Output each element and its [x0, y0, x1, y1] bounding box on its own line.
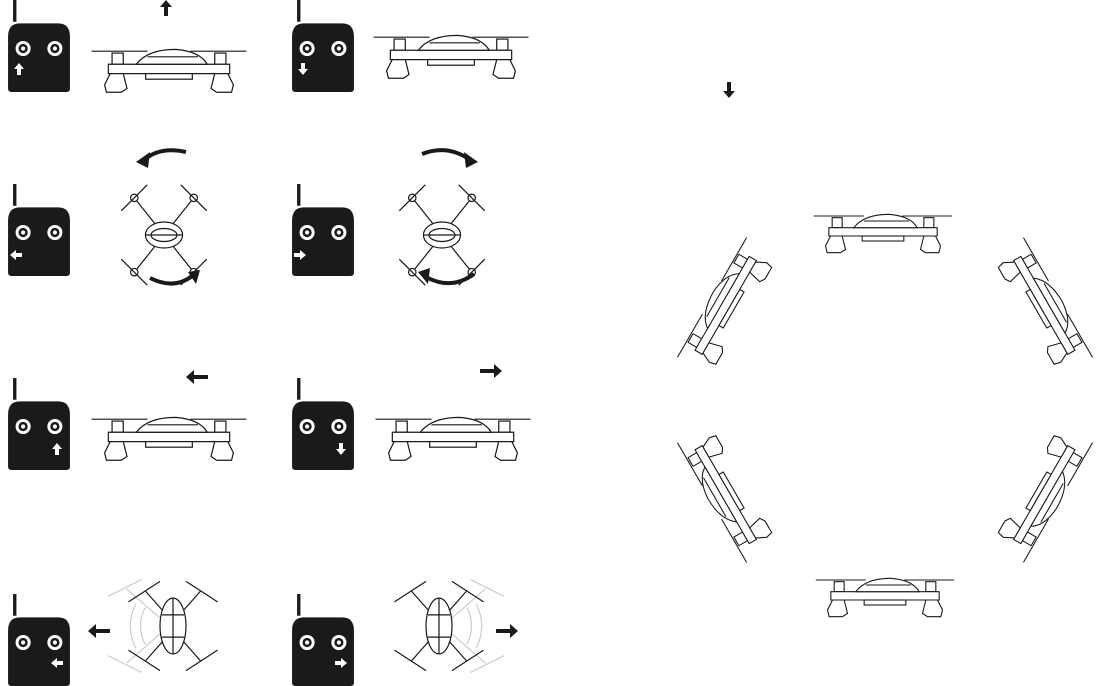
up-arrow-icon	[159, 0, 173, 16]
stick-down-arrow-icon	[296, 62, 310, 76]
drone-side-icon	[86, 40, 252, 96]
transmitter-icon	[284, 184, 362, 276]
transmitter-icon	[284, 594, 362, 686]
stick-right-arrow-icon	[334, 656, 348, 670]
stick-up-arrow-icon	[12, 62, 26, 76]
counterclockwise-arrow-icon	[130, 140, 220, 300]
stick-right-arrow-icon	[293, 248, 307, 262]
maneuver-rotate-left	[0, 140, 260, 300]
drone-flip-bottom	[810, 570, 960, 620]
left-arrow-icon	[88, 624, 110, 638]
transmitter-icon	[0, 594, 78, 686]
stick-left-arrow-icon	[9, 248, 23, 262]
transmitter-icon	[284, 0, 362, 92]
drone-flip-top	[808, 206, 958, 256]
maneuver-backward	[284, 360, 544, 470]
stick-down-arrow-icon	[334, 442, 348, 456]
maneuver-descend	[284, 0, 544, 100]
drone-flip-lower-right	[986, 418, 1100, 573]
left-arrow-icon	[186, 370, 208, 384]
flip-diagram	[650, 190, 1100, 620]
maneuver-strafe-left	[0, 570, 260, 686]
stick-up-arrow-icon	[50, 442, 64, 456]
maneuver-ascend	[0, 0, 260, 100]
right-arrow-icon	[480, 364, 502, 378]
maneuver-rotate-right	[284, 140, 544, 300]
drone-side-icon	[368, 26, 534, 82]
drone-flip-upper-left	[666, 228, 784, 383]
transmitter-icon	[0, 184, 78, 276]
transmitter-icon	[0, 0, 78, 92]
right-arrow-icon	[496, 624, 518, 638]
maneuver-strafe-right	[284, 570, 544, 686]
drone-flip-upper-right	[986, 228, 1100, 383]
maneuver-forward	[0, 360, 260, 470]
clockwise-arrow-icon	[408, 140, 498, 300]
drone-side-icon	[86, 408, 252, 464]
drone-side-icon	[370, 408, 536, 464]
drone-front-icon	[108, 570, 238, 682]
drone-front-icon	[374, 570, 504, 682]
transmitter-icon	[284, 378, 362, 470]
transmitter-icon	[0, 378, 78, 470]
down-arrow-icon	[722, 82, 736, 98]
drone-flip-lower-left	[666, 418, 784, 573]
stick-left-arrow-icon	[50, 656, 64, 670]
